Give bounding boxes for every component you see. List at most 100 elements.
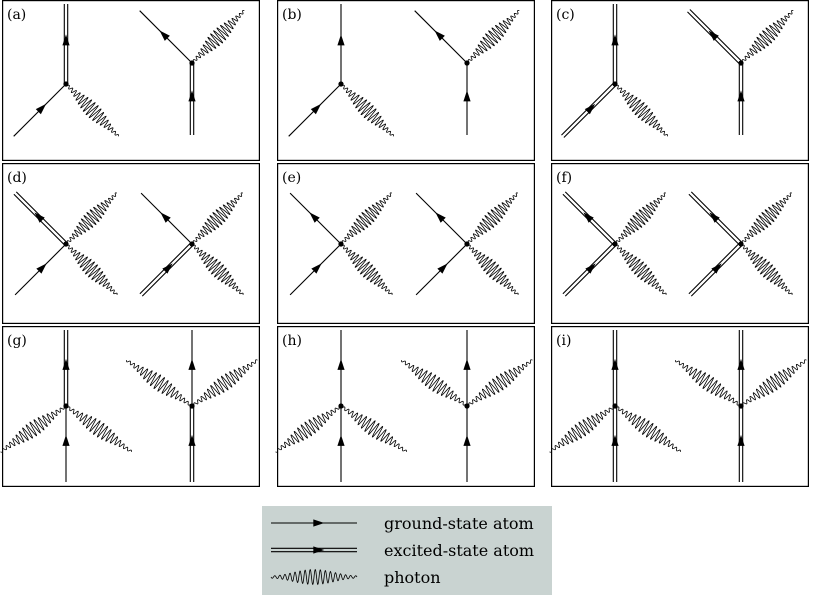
ground-atom-line <box>140 192 193 245</box>
panel-g: (g) <box>0 326 260 488</box>
vertex-dot <box>612 81 618 87</box>
photon-line <box>191 359 258 407</box>
arrow-head <box>188 90 196 102</box>
photon-line <box>275 405 342 453</box>
ground-atom-line <box>289 192 342 245</box>
excited-atom-line <box>188 63 196 135</box>
panel-frame <box>277 163 535 325</box>
arrow-head <box>159 30 170 41</box>
ground-atom-line <box>415 192 468 245</box>
ground-atom-line <box>463 406 471 482</box>
photon-line <box>191 243 244 296</box>
arrow-head <box>611 34 619 46</box>
photon-line <box>675 360 742 407</box>
vertex-dot <box>464 60 470 66</box>
arrow-head <box>583 212 594 223</box>
photon-line <box>466 243 519 296</box>
panel-h: (h) <box>275 326 535 488</box>
panel-frame <box>550 326 809 488</box>
panel-frame <box>1 163 260 325</box>
arrow-head <box>34 212 45 223</box>
legend: ground-state atom excited-state atom pho… <box>262 506 552 595</box>
panel-frame <box>550 163 809 325</box>
legend-symbols <box>270 519 358 586</box>
diagram-left <box>275 330 407 482</box>
vertex-dot <box>738 241 744 247</box>
excited-atom-line <box>611 330 619 406</box>
arrow-head <box>62 358 70 370</box>
panel-label: (c) <box>556 7 575 23</box>
panel-label: (i) <box>556 333 571 349</box>
arrow-head <box>162 263 173 274</box>
arrow-head <box>708 30 719 41</box>
photon-line <box>65 243 118 296</box>
photon-line <box>65 405 132 452</box>
excited-atom-line <box>611 406 619 482</box>
panel-frame <box>277 326 535 488</box>
vertex-dot <box>612 241 618 247</box>
photon-line <box>191 192 244 245</box>
ground-atom-line <box>13 83 67 137</box>
arrow-head <box>611 434 619 446</box>
arrow-head <box>188 434 196 446</box>
arrow-head <box>711 263 722 274</box>
arrow-head <box>313 519 325 527</box>
photon-line <box>340 192 393 245</box>
ground-atom-line <box>463 330 471 406</box>
panel-d: (d) <box>1 163 260 325</box>
excited-atom-line <box>561 82 617 138</box>
panel-frame <box>550 0 809 162</box>
diagram-left <box>13 4 119 137</box>
arrow-head <box>62 434 70 446</box>
arrow-head <box>310 103 322 115</box>
panel-i: (i) <box>549 326 809 488</box>
ground-atom-line <box>289 243 342 296</box>
legend-symbol-excited <box>271 546 357 554</box>
photon-line <box>740 10 794 64</box>
panel-label: (g) <box>7 333 27 349</box>
photon-line <box>126 360 193 407</box>
photon-line <box>740 192 793 245</box>
photon-line <box>340 243 393 296</box>
vertex-dot <box>338 403 344 409</box>
panel-label: (d) <box>7 170 27 186</box>
vertex-dot <box>738 403 744 409</box>
arrow-head <box>437 263 448 274</box>
vertex-dot <box>63 403 69 409</box>
diagram-right <box>687 9 794 135</box>
diagram-right <box>415 192 519 296</box>
ground-atom-line <box>62 406 70 482</box>
arrow-head <box>62 34 70 46</box>
photon-line <box>340 83 394 137</box>
ground-atom-line <box>463 63 471 135</box>
excited-atom-line <box>62 4 70 84</box>
vertex-dot <box>738 60 744 66</box>
panel-label: (b) <box>282 7 302 23</box>
photon-line <box>0 405 67 453</box>
photon-line <box>740 243 793 296</box>
diagram-left <box>561 4 668 138</box>
arrow-head <box>337 34 345 46</box>
arrow-head <box>737 90 745 102</box>
legend-label-excited: excited-state atom <box>384 541 534 560</box>
arrow-head <box>35 103 47 115</box>
photon-line <box>340 405 407 452</box>
panel-a: (a) <box>1 0 260 162</box>
vertex-dot <box>464 241 470 247</box>
photon-line <box>401 360 468 407</box>
excited-atom-line <box>687 9 743 65</box>
ground-atom-line <box>337 406 345 482</box>
vertex-dot <box>612 403 618 409</box>
excited-atom-line <box>688 191 743 246</box>
photon-line <box>466 192 519 245</box>
arrow-head <box>463 90 471 102</box>
photon-line <box>65 83 119 137</box>
diagram-right <box>126 330 258 482</box>
arrow-head <box>435 212 446 223</box>
arrow-head <box>337 358 345 370</box>
arrow-head <box>188 358 196 370</box>
excited-atom-line <box>737 63 745 135</box>
excited-atom-line <box>62 330 70 406</box>
ground-atom-line <box>188 330 196 406</box>
ground-atom-line <box>415 243 468 296</box>
